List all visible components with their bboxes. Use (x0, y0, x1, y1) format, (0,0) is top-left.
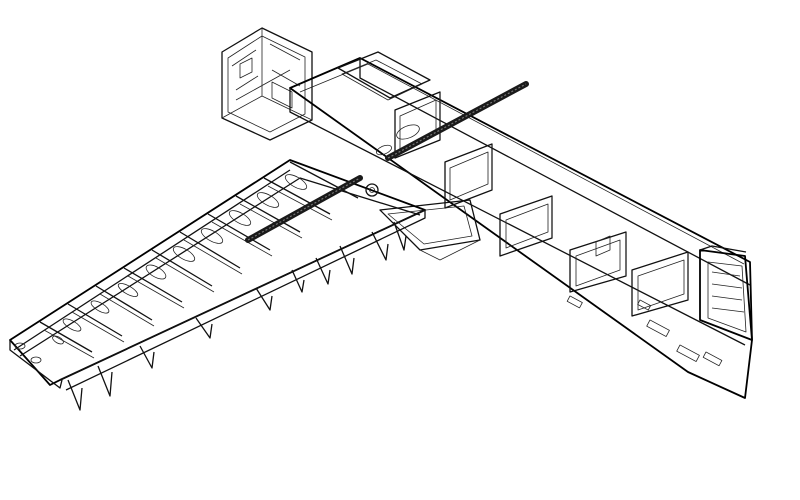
rear-box-structure (221, 27, 313, 141)
carbon-rods (245, 81, 529, 243)
rib-holes (14, 174, 308, 364)
center-spine (289, 51, 753, 399)
wing-outline (9, 159, 426, 391)
wing-ribs (39, 161, 359, 359)
lower-rear-step (379, 199, 481, 261)
tail-fin (699, 245, 753, 341)
control-horns (67, 221, 407, 411)
